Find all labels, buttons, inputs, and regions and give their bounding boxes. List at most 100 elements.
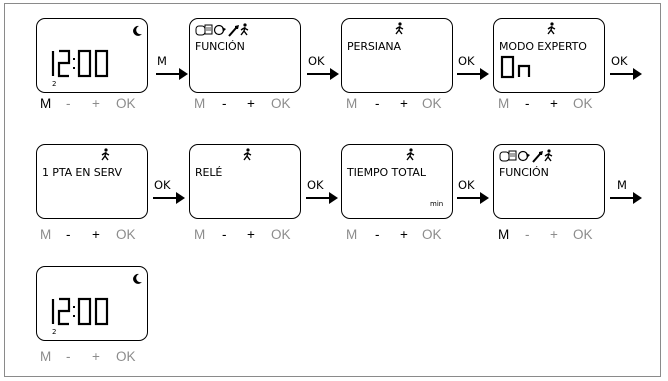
- calendar-icon: [499, 150, 517, 162]
- arrow-label: OK: [458, 54, 475, 68]
- arrow-step-5: OK: [152, 178, 186, 210]
- arrow-step-6: OK: [305, 178, 339, 210]
- button-m[interactable]: M: [40, 349, 52, 364]
- button-minus[interactable]: -: [66, 227, 71, 242]
- lcd-screen-modo-experto: MODO EXPERTO: [493, 18, 605, 93]
- button-plus[interactable]: +: [400, 96, 408, 111]
- button-plus[interactable]: +: [92, 96, 100, 111]
- arrow-step-7: OK: [456, 178, 490, 210]
- button-row-7: M - + OK: [346, 227, 466, 245]
- unit-label: min: [430, 200, 444, 208]
- lcd-screen-funcion-1: FUNCIÓN: [189, 18, 301, 93]
- mode-icons: [499, 149, 553, 163]
- arrow-label: OK: [307, 178, 324, 192]
- button-minus[interactable]: -: [222, 227, 227, 242]
- button-ok[interactable]: OK: [573, 227, 593, 242]
- button-m[interactable]: M: [194, 227, 206, 242]
- lcd-screen-funcion-2: FUNCIÓN: [493, 144, 605, 219]
- lcd-screen-clock-2: 2: [36, 266, 148, 341]
- walking-person-icon: [395, 22, 404, 35]
- cycle-icon: [213, 24, 226, 36]
- button-plus[interactable]: +: [550, 227, 558, 242]
- walking-person-icon: [544, 149, 553, 162]
- diagram-frame: [4, 3, 661, 377]
- arrow-step-2: OK: [306, 54, 340, 86]
- screen-label: FUNCIÓN: [499, 166, 549, 179]
- lcd-screen-clock-1: 2: [36, 18, 148, 93]
- button-minus[interactable]: -: [66, 96, 71, 111]
- walking-person-icon: [243, 148, 252, 161]
- wrench-icon: [532, 151, 543, 163]
- lcd-screen-persiana: PERSIANA: [341, 18, 453, 93]
- button-minus[interactable]: -: [525, 227, 530, 242]
- cycle-icon: [517, 150, 530, 162]
- button-ok[interactable]: OK: [573, 96, 593, 111]
- walking-person-icon: [240, 23, 249, 36]
- button-minus[interactable]: -: [222, 96, 227, 111]
- arrow-label: OK: [611, 54, 628, 68]
- button-minus[interactable]: -: [525, 96, 530, 111]
- clock-subindex: 2: [52, 80, 57, 88]
- arrow-label: OK: [308, 54, 325, 68]
- clock-subindex: 2: [52, 328, 57, 336]
- button-row-3: M - + OK: [346, 96, 466, 114]
- button-row-8: M - + OK: [498, 227, 618, 245]
- button-m[interactable]: M: [194, 96, 206, 111]
- moon-icon: [133, 273, 142, 284]
- button-m[interactable]: M: [346, 96, 358, 111]
- walking-person-icon: [406, 148, 415, 161]
- button-plus[interactable]: +: [92, 227, 100, 242]
- button-m[interactable]: M: [498, 227, 510, 242]
- button-m[interactable]: M: [40, 96, 52, 111]
- arrow-label: M: [157, 54, 167, 68]
- button-ok[interactable]: OK: [271, 227, 291, 242]
- button-row-5: M - + OK: [40, 227, 160, 245]
- clock-digits: [51, 297, 109, 326]
- arrow-step-1: M: [155, 54, 189, 86]
- clock-digits: [51, 49, 109, 78]
- button-minus[interactable]: -: [375, 96, 380, 111]
- screen-label: FUNCIÓN: [195, 40, 245, 53]
- button-row-2: M - + OK: [194, 96, 314, 114]
- screen-label: RELÉ: [195, 166, 223, 179]
- walking-person-icon: [547, 22, 556, 35]
- button-minus[interactable]: -: [375, 227, 380, 242]
- calendar-icon: [195, 24, 213, 36]
- lcd-screen-pta-serv: 1 PTA EN SERV: [36, 144, 148, 219]
- button-ok[interactable]: OK: [116, 227, 136, 242]
- button-ok[interactable]: OK: [422, 227, 442, 242]
- arrow-label: OK: [458, 178, 475, 192]
- button-plus[interactable]: +: [400, 227, 408, 242]
- button-minus[interactable]: -: [66, 349, 71, 364]
- arrow-label: OK: [154, 178, 171, 192]
- button-m[interactable]: M: [498, 96, 510, 111]
- mode-icons: [195, 23, 249, 37]
- button-ok[interactable]: OK: [116, 349, 136, 364]
- button-plus[interactable]: +: [247, 227, 255, 242]
- screen-label: TIEMPO TOTAL: [347, 166, 426, 179]
- walking-person-icon: [101, 148, 110, 161]
- screen-label: MODO EXPERTO: [499, 40, 587, 53]
- wrench-icon: [228, 25, 239, 37]
- moon-icon: [133, 25, 142, 36]
- button-ok[interactable]: OK: [422, 96, 442, 111]
- button-plus[interactable]: +: [550, 96, 558, 111]
- segment-value-on: [500, 55, 531, 79]
- screen-label: 1 PTA EN SERV: [42, 166, 122, 179]
- button-row-4: M - + OK: [498, 96, 618, 114]
- arrow-step-4: OK: [609, 54, 643, 86]
- button-plus[interactable]: +: [92, 349, 100, 364]
- arrow-label: M: [617, 178, 627, 192]
- button-plus[interactable]: +: [247, 96, 255, 111]
- arrow-step-3: OK: [456, 54, 490, 86]
- button-row-6: M - + OK: [194, 227, 314, 245]
- button-m[interactable]: M: [40, 227, 52, 242]
- lcd-screen-tiempo-total: TIEMPO TOTAL min: [341, 144, 453, 219]
- button-ok[interactable]: OK: [116, 96, 136, 111]
- button-row-9: M - + OK: [40, 349, 160, 367]
- button-m[interactable]: M: [346, 227, 358, 242]
- screen-label: PERSIANA: [347, 40, 401, 53]
- button-row-1: M - + OK: [40, 96, 160, 114]
- lcd-screen-rele: RELÉ: [189, 144, 301, 219]
- button-ok[interactable]: OK: [271, 96, 291, 111]
